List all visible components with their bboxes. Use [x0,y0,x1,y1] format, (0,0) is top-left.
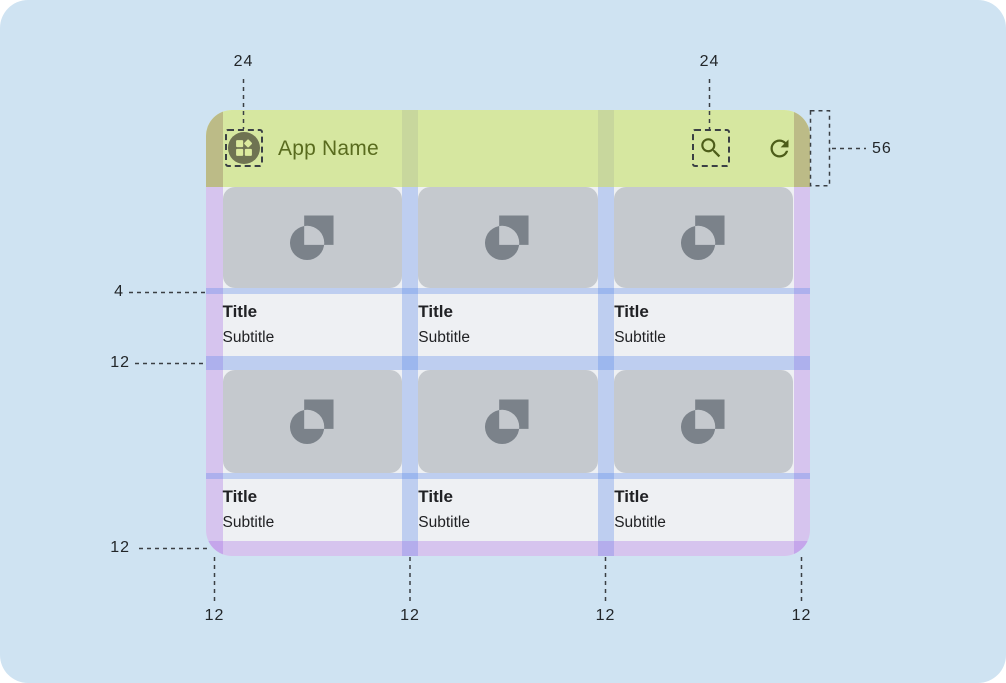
gutter-overlay-appbar [401,110,419,187]
image-placeholder-icon [289,399,334,444]
left-margin-overlay-appbar [206,110,223,187]
card-image[interactable] [614,187,794,288]
card-title: Title [222,302,258,321]
dim-label-row-gap: 12 [110,354,130,371]
dim-label-appbar-height: 56 [872,140,892,157]
image-placeholder-icon [681,399,725,444]
dim-label-nav-icon: 24 [233,53,254,70]
app-logo-button[interactable] [228,132,260,164]
left-margin-overlay [206,187,223,556]
image-placeholder-icon [681,215,725,260]
card-image[interactable] [418,370,598,473]
dim-label-left-margin: 12 [204,607,225,624]
dim-label-gutter-right: 12 [595,607,616,624]
dim-label-gutter-left: 12 [400,607,420,624]
card-text: Title Subtitle [614,479,793,541]
card-text: Title Subtitle [418,294,597,356]
gutter-overlay-appbar [597,110,615,187]
nav-icon-keyline-box [225,129,263,167]
dim-label-action-icon: 24 [699,53,720,70]
card-text: Title Subtitle [223,294,402,356]
refresh-icon [770,139,789,158]
card: Title Subtitle [222,370,402,541]
search-icon[interactable] [698,135,724,161]
dim-label-bottom-gap: 12 [110,539,130,556]
right-margin-overlay-appbar [793,110,810,187]
app-mockup: Title Subtitle Title Subtitle Title Subt… [206,110,810,556]
card: Title Subtitle [222,187,402,356]
card-image[interactable] [222,370,402,473]
gutter-overlay [597,187,615,556]
card-image[interactable] [222,187,402,288]
card-text: Title Subtitle [223,479,402,541]
card-title: Title [614,487,649,506]
card-subtitle: Subtitle [614,514,666,531]
dashboard-icon [236,139,253,156]
card-subtitle: Subtitle [418,514,470,531]
card-subtitle: Subtitle [222,329,275,346]
refresh-button[interactable] [766,135,793,162]
card-subtitle: Subtitle [222,514,275,531]
card-title: Title [418,487,453,506]
image-placeholder-icon [485,399,529,444]
card-image[interactable] [418,187,598,288]
image-placeholder-icon [289,215,334,260]
card-title: Title [614,302,649,321]
dim-label-image-text-gap: 4 [114,283,124,300]
right-margin-overlay [793,187,810,556]
image-placeholder-icon [485,215,529,260]
row-gap-band [206,356,810,370]
gutter-overlay [401,187,419,556]
card: Title Subtitle [418,187,598,356]
card-image[interactable] [614,370,794,473]
card-text: Title Subtitle [418,479,597,541]
card-text: Title Subtitle [614,294,793,356]
card-title: Title [222,487,258,506]
card-subtitle: Subtitle [614,329,666,346]
card: Title Subtitle [614,370,794,541]
bottom-margin-band [206,541,810,556]
card-title: Title [418,302,453,321]
app-title: App Name [278,136,379,160]
top-app-bar: App Name [206,110,810,187]
card: Title Subtitle [418,370,598,541]
card: Title Subtitle [614,187,794,356]
dim-label-right-margin: 12 [791,607,812,624]
action-icon-keyline-box [692,129,730,167]
card-subtitle: Subtitle [418,329,470,346]
dim-bracket-appbar-height [809,110,831,187]
